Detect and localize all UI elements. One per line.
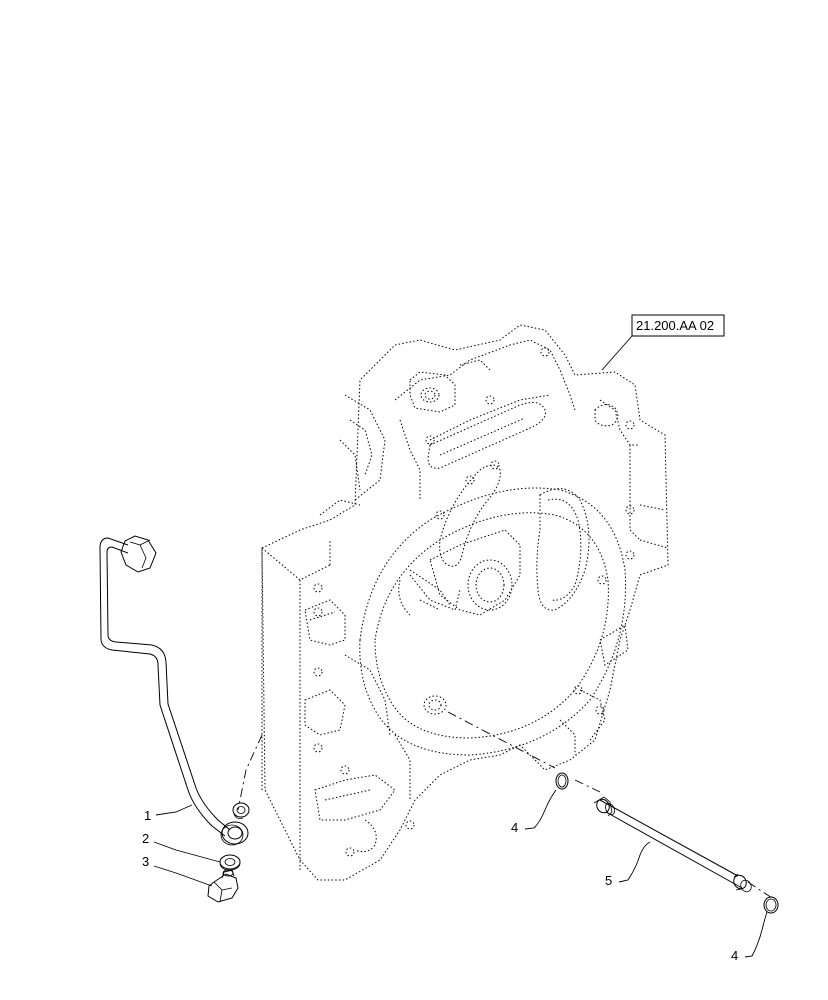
reference-link[interactable]: 21.200.AA 02	[601, 314, 725, 371]
callout-3: 3	[142, 854, 213, 887]
callout-label-4-lower: 4	[731, 948, 738, 963]
pipe-part	[99, 535, 249, 846]
banjo-bolt-part	[207, 869, 239, 903]
reference-box	[631, 314, 725, 337]
callout-2: 2	[142, 831, 221, 863]
callout-label-4-upper: 4	[511, 820, 518, 835]
callout-label-2: 2	[142, 831, 149, 846]
reference-leader	[601, 335, 633, 371]
o-ring-lower-part	[763, 896, 779, 914]
o-ring-upper-part	[555, 772, 569, 790]
tube-part	[593, 796, 752, 893]
washer-upper	[232, 802, 250, 819]
sealing-washer-part	[219, 854, 241, 871]
callout-label-5: 5	[605, 873, 612, 888]
callout-label-3: 3	[142, 854, 149, 869]
callout-4-lower: 4	[731, 911, 768, 963]
housing-phantom	[261, 324, 669, 881]
callout-1: 1	[144, 804, 193, 823]
center-lines	[237, 711, 776, 901]
callout-4-upper: 4	[511, 789, 557, 835]
callout-label-1: 1	[144, 808, 151, 823]
reference-text[interactable]: 21.200.AA 02	[636, 318, 714, 333]
callout-5: 5	[605, 841, 651, 888]
